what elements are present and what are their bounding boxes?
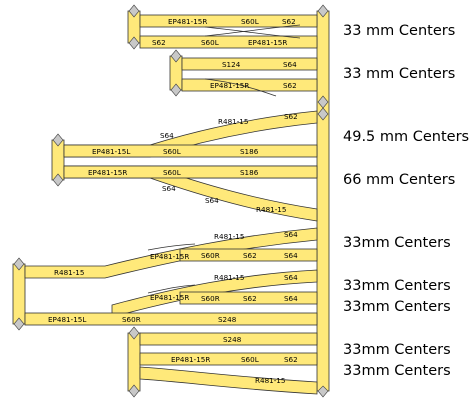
turnout-curve <box>204 24 301 37</box>
track-label-ep481-15l: EP481-15L <box>48 315 86 324</box>
track-label-s60r: S60R <box>201 294 220 303</box>
centers-label: 33mm Centers <box>343 278 451 294</box>
bumper-icon <box>128 4 140 18</box>
track-label-s64: S64 <box>284 230 298 239</box>
track-label-r481-15: R481-15 <box>214 273 244 282</box>
bumper-icon <box>128 326 140 340</box>
siding-track <box>139 332 318 346</box>
bumper-icon <box>52 173 64 187</box>
bumper-icon <box>128 384 140 398</box>
bumper-icon <box>170 49 182 63</box>
track-label-ep481-15r: EP481-15R <box>150 293 189 302</box>
main-line-track <box>316 10 330 392</box>
track-label-s62: S62 <box>152 38 166 47</box>
track-label-ep481-15r: EP481-15R <box>88 168 127 177</box>
track-label-ep481-15r: EP481-15R <box>168 17 207 26</box>
siding-track <box>139 35 318 49</box>
track-label-s64: S64 <box>283 60 297 69</box>
track-label-s124: S124 <box>222 60 241 69</box>
track-label-s62: S62 <box>284 355 298 364</box>
track-label-s64: S64 <box>162 184 176 193</box>
turnout-curve <box>147 284 196 294</box>
bumper-icon <box>128 36 140 50</box>
curved-siding-track <box>24 227 318 279</box>
siding-track <box>24 312 318 326</box>
bumper-icon <box>317 4 329 18</box>
track-label-s64: S64 <box>284 294 298 303</box>
track-label-s64: S64 <box>284 273 298 282</box>
bumper-icon <box>317 385 329 398</box>
siding-track <box>181 57 318 71</box>
siding-track <box>179 248 318 262</box>
track-label-s62: S62 <box>243 251 257 260</box>
centers-label: 33 mm Centers <box>343 66 456 82</box>
track-label-r481-15: R481-15 <box>54 268 84 277</box>
siding-track <box>181 78 318 92</box>
siding-connector-track <box>127 332 141 392</box>
centers-label: 49.5 mm Centers <box>343 129 470 145</box>
bumper-icon <box>317 107 329 121</box>
track-label-s62: S62 <box>282 17 296 26</box>
centers-label: 33mm Centers <box>343 235 451 251</box>
track-label-s60l: S60L <box>163 147 181 156</box>
turnout-curve <box>204 78 277 97</box>
centers-label: 33mm Centers <box>343 299 451 315</box>
track-bumpers <box>13 4 329 398</box>
siding-track <box>139 14 318 28</box>
track-label-s64: S64 <box>160 131 174 140</box>
turnout-curve <box>147 243 196 251</box>
track-label-s62: S62 <box>284 112 298 121</box>
track-label-ep481-15l: EP481-15L <box>92 147 130 156</box>
bumper-icon <box>170 83 182 97</box>
track-label-s64: S64 <box>284 251 298 260</box>
track-label-s248: S248 <box>223 335 242 344</box>
siding-track <box>63 144 318 158</box>
track-label-r481-15: R481-15 <box>255 376 285 385</box>
track-label-ep481-15r: EP481-15R <box>171 355 210 364</box>
track-label-s60l: S60L <box>241 355 259 364</box>
curved-siding-track <box>63 165 318 222</box>
track-label-s64: S64 <box>205 196 219 205</box>
track-label-s62: S62 <box>243 294 257 303</box>
track-label-s60r: S60R <box>201 251 220 260</box>
track-label-ep481-15r: EP481-15R <box>150 252 189 261</box>
bumper-icon <box>52 133 64 147</box>
centers-label: 33 mm Centers <box>343 23 456 39</box>
track-label-s186: S186 <box>240 168 259 177</box>
track-label-r481-15: R481-15 <box>256 205 286 214</box>
track-label-s186: S186 <box>240 147 259 156</box>
track-label-s60l: S60L <box>241 17 259 26</box>
siding-track <box>139 352 318 366</box>
curved-siding-track <box>139 366 318 395</box>
track-label-r481-15: R481-15 <box>214 232 244 241</box>
turnout-curve <box>204 26 301 39</box>
track-label-ep481-15r: EP481-15R <box>210 81 249 90</box>
track-label-s248: S248 <box>218 315 237 324</box>
track-label-ep481-15r: EP481-15R <box>248 38 287 47</box>
siding-connector-track <box>12 263 26 325</box>
centers-label: 33mm Centers <box>343 363 451 379</box>
siding-track <box>63 165 318 179</box>
siding-track <box>179 291 318 305</box>
track-label-s60l: S60L <box>201 38 219 47</box>
track-label-s60l: S60L <box>163 168 181 177</box>
track-label-s60r: S60R <box>122 315 141 324</box>
track-label-r481-15: R481-15 <box>218 117 248 126</box>
track-label-s62: S62 <box>283 81 297 90</box>
centers-label: 66 mm Centers <box>343 172 456 188</box>
centers-label: 33mm Centers <box>343 342 451 358</box>
bumper-icon <box>13 257 25 271</box>
bumper-icon <box>13 317 25 331</box>
